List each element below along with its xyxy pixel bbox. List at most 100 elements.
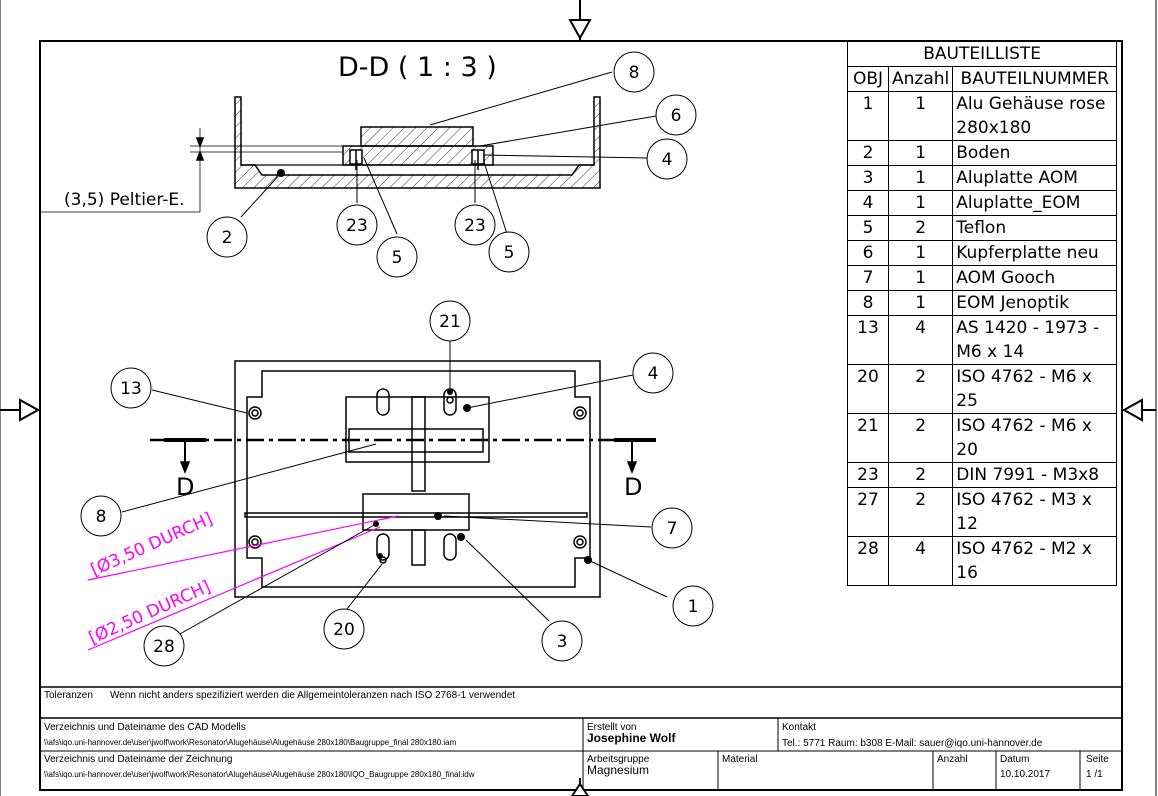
balloon-top-5a: 5 (392, 248, 403, 268)
part-qty: 1 (887, 140, 954, 166)
balloon-top-6: 6 (671, 106, 682, 126)
part-obj: 28 (847, 536, 889, 586)
col-header-part: BAUTEILNUMMER (952, 66, 1118, 92)
group-value: Magnesium (587, 763, 650, 777)
part-number: ISO 4762 - M2 x 16 (952, 536, 1118, 586)
part-obj: 1 (847, 91, 889, 141)
date-value: 10.10.2017 (1000, 769, 1051, 780)
balloon-top-4: 4 (662, 150, 673, 170)
part-obj: 3 (847, 165, 889, 191)
material-label: Material (722, 754, 758, 765)
balloon-20: 20 (333, 620, 355, 640)
section-title: D-D ( 1 : 3 ) (338, 52, 497, 83)
plan-view (150, 360, 656, 598)
part-qty: 2 (887, 487, 954, 537)
part-obj: 13 (847, 315, 889, 365)
date-label: Datum (1000, 754, 1030, 765)
hole-notes (87, 515, 399, 651)
part-obj: 8 (847, 290, 889, 316)
part-obj: 4 (847, 190, 889, 216)
part-number: Alu Gehäuse rose 280x180 (952, 91, 1118, 141)
balloon-top-23a: 23 (346, 216, 368, 236)
part-number: Aluplatte_EOM (952, 190, 1118, 216)
part-qty: 1 (887, 91, 954, 141)
part-number: AS 1420 - 1973 - M6 x 14 (952, 315, 1118, 365)
balloon-1: 1 (688, 597, 699, 617)
contact-label: Kontakt (782, 722, 816, 733)
section-marker-right: D (624, 473, 642, 501)
part-qty: 1 (887, 165, 954, 191)
part-obj: 27 (847, 487, 889, 537)
part-number: AOM Gooch (952, 265, 1118, 291)
balloon-top-5b: 5 (504, 243, 515, 263)
part-number: Kupferplatte neu (952, 240, 1118, 266)
balloon-top-2: 2 (222, 228, 233, 248)
page-value: 1 /1 (1086, 769, 1103, 780)
tolerance-label: Toleranzen (44, 690, 93, 701)
part-number: EOM Jenoptik (952, 290, 1118, 316)
created-by: Josephine Wolf (587, 731, 676, 745)
part-number: ISO 4762 - M3 x 12 (952, 487, 1118, 537)
balloon-21: 21 (439, 312, 461, 332)
balloon-13: 13 (120, 379, 142, 399)
part-obj: 2 (847, 140, 889, 166)
part-qty: 4 (887, 536, 954, 586)
dimension-label: (3,5) Peltier-E. (64, 190, 185, 210)
part-qty: 2 (887, 215, 954, 241)
part-obj: 5 (847, 215, 889, 241)
leader-lines (121, 71, 668, 636)
part-obj: 21 (847, 413, 889, 463)
cad-label: Verzeichnis und Dateiname des CAD Modell… (44, 722, 246, 733)
title-block-grid (40, 686, 1122, 790)
part-qty: 1 (887, 265, 954, 291)
part-obj: 6 (847, 240, 889, 266)
balloon-3: 3 (557, 632, 568, 652)
drawing-path: \\afs\iqo.uni-hannover.de\user\jwolf\wor… (44, 770, 475, 779)
part-qty: 1 (887, 190, 954, 216)
balloon-4: 4 (648, 364, 659, 384)
count-label: Anzahl (937, 754, 968, 765)
balloons-top: 8 6 4 2 23 5 23 5 (206, 51, 697, 278)
created-label: Erstellt von (587, 722, 637, 733)
part-number: ISO 4762 - M6 x 25 (952, 364, 1118, 414)
part-qty: 2 (887, 364, 954, 414)
balloon-top-8: 8 (629, 63, 640, 83)
part-number: Aluplatte AOM (952, 165, 1118, 191)
part-obj: 20 (847, 364, 889, 414)
balloons-bottom: 21 13 4 8 7 1 3 20 28 (80, 300, 714, 667)
cad-path: \\afs\iqo.uni-hannover.de\user\jwolf\wor… (44, 738, 457, 747)
part-number: ISO 4762 - M6 x 20 (952, 413, 1118, 463)
page-label: Seite (1086, 754, 1109, 765)
part-number: DIN 7991 - M3x8 (952, 462, 1118, 488)
part-qty: 1 (887, 290, 954, 316)
part-qty: 2 (887, 413, 954, 463)
leader-dots (277, 169, 592, 564)
tolerance-text: Wenn nicht anders spezifiziert werden di… (110, 690, 516, 701)
part-qty: 2 (887, 462, 954, 488)
part-obj: 7 (847, 265, 889, 291)
part-obj: 23 (847, 462, 889, 488)
col-header-obj: OBJ (847, 66, 889, 92)
group-label: Arbeitsgruppe (587, 754, 650, 765)
balloon-7: 7 (667, 519, 678, 539)
part-number: Boden (952, 140, 1118, 166)
balloon-8: 8 (96, 507, 107, 527)
part-number: Teflon (952, 215, 1118, 241)
balloon-28: 28 (153, 637, 175, 657)
part-qty: 4 (887, 315, 954, 365)
balloon-top-23b: 23 (464, 216, 486, 236)
